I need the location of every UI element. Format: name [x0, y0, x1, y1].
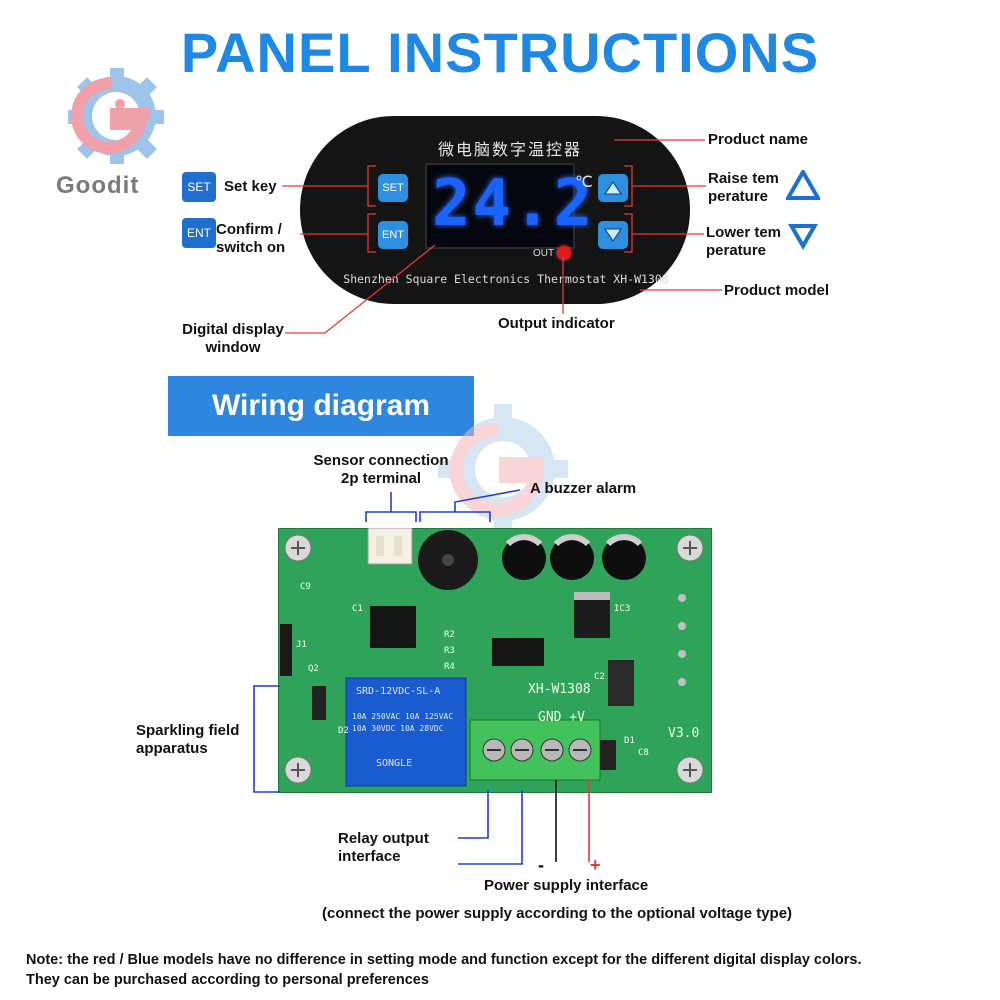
- screw-holes: [284, 534, 704, 784]
- sensor-label: Sensor connection 2p terminal: [308, 452, 454, 488]
- wiring-diagram-banner: Wiring diagram: [168, 376, 474, 436]
- confirm-label-line2: switch on: [216, 239, 286, 256]
- display-value: 24.2: [432, 167, 595, 241]
- display-window: [425, 163, 575, 249]
- raise-temp-line2: perature: [708, 188, 769, 205]
- sensor-label-line1: Sensor connection: [313, 452, 449, 469]
- label-c8: C8: [638, 748, 649, 758]
- relay-output-line2: interface: [338, 848, 401, 865]
- set-key-label: Set key: [224, 178, 277, 195]
- board-model: XH-W1308: [528, 682, 591, 697]
- panel-product-name: 微电脑数字温控器: [437, 140, 582, 159]
- label-j1: J1: [296, 640, 307, 650]
- raise-temp-label: Raise tem perature: [708, 170, 779, 206]
- digital-display-line1: Digital display: [182, 321, 284, 338]
- relay-output-label: Relay output interface: [338, 830, 429, 866]
- buzzer-label: A buzzer alarm: [530, 480, 637, 497]
- display-unit: ℃: [575, 174, 593, 191]
- minus-sign: -: [538, 855, 544, 875]
- label-d1: D1: [624, 736, 635, 746]
- plus-sign: +: [590, 855, 601, 875]
- lower-temp-label: Lower tem perature: [706, 224, 781, 260]
- power-supply-note: (connect the power supply according to t…: [322, 905, 793, 922]
- set-button[interactable]: SET: [378, 174, 408, 202]
- goodit-logo: [68, 68, 164, 164]
- ent-button[interactable]: ENT: [378, 221, 408, 249]
- digital-display-label: Digital display window: [168, 321, 298, 357]
- label-r4: R4: [444, 662, 455, 672]
- raise-button[interactable]: [598, 174, 628, 202]
- product-model-label: Product model: [724, 282, 830, 299]
- board-version: V3.0: [668, 726, 700, 741]
- raise-temp-line1: Raise tem: [708, 170, 779, 187]
- lower-button[interactable]: [598, 221, 628, 249]
- product-name-label: Product name: [708, 131, 809, 148]
- label-r3: R3: [444, 646, 455, 656]
- lower-temp-line1: Lower tem: [706, 224, 782, 241]
- footer-note-line2: They can be purchased according to perso…: [26, 972, 429, 988]
- sensor-label-line2: 2p terminal: [340, 470, 422, 487]
- confirm-label: Confirm / switch on: [216, 221, 285, 257]
- lower-arrow-icon: [788, 224, 818, 250]
- relay-spec2: 10A 30VDC 10A 28VDC: [352, 724, 444, 733]
- lower-temp-line2: perature: [706, 242, 767, 259]
- relay-output-line1: Relay output: [338, 830, 429, 847]
- output-indicator-label: Output indicator: [498, 315, 615, 332]
- label-d2: D2: [338, 726, 349, 736]
- power-supply-label: Power supply interface: [484, 877, 649, 894]
- gear-watermark-icon: [438, 404, 568, 534]
- ent-key-icon: ENT: [182, 218, 216, 248]
- raise-arrow-icon: [786, 170, 820, 200]
- label-c2: C2: [594, 672, 605, 682]
- confirm-label-line1: Confirm /: [216, 221, 282, 238]
- output-led: [557, 246, 571, 260]
- label-c1: C1: [352, 604, 363, 614]
- label-q2: Q2: [308, 664, 319, 674]
- board-gnd-label: GND +V: [538, 710, 585, 725]
- sparkling-label-line1: Sparkling field: [136, 722, 240, 739]
- footer-note: Note: the red / Blue models have no diff…: [26, 950, 986, 990]
- brand-name: Goodit: [56, 172, 140, 199]
- relay-brand: SONGLE: [376, 758, 413, 769]
- footer-note-line1: Note: the red / Blue models have no diff…: [26, 952, 862, 968]
- pcb-components: [280, 528, 704, 787]
- relay-spec1: 10A 250VAC 10A 125VAC: [352, 712, 454, 721]
- label-ic3: IC3: [614, 604, 631, 614]
- relay-model: SRD-12VDC-SL-A: [356, 686, 441, 697]
- label-r2: R2: [444, 630, 455, 640]
- digital-display-line2: window: [205, 339, 261, 356]
- triangle-up-icon: [604, 181, 622, 195]
- panel-model-text: Shenzhen Square Electronics Thermostat X…: [343, 272, 669, 286]
- sparkling-label: Sparkling field apparatus: [136, 722, 239, 758]
- page-title: PANEL INSTRUCTIONS: [180, 21, 820, 84]
- triangle-down-icon: [604, 228, 622, 242]
- label-c9: C9: [300, 582, 311, 592]
- sparkling-label-line2: apparatus: [136, 740, 208, 757]
- out-label: OUT: [533, 248, 555, 259]
- set-key-icon: SET: [182, 172, 216, 202]
